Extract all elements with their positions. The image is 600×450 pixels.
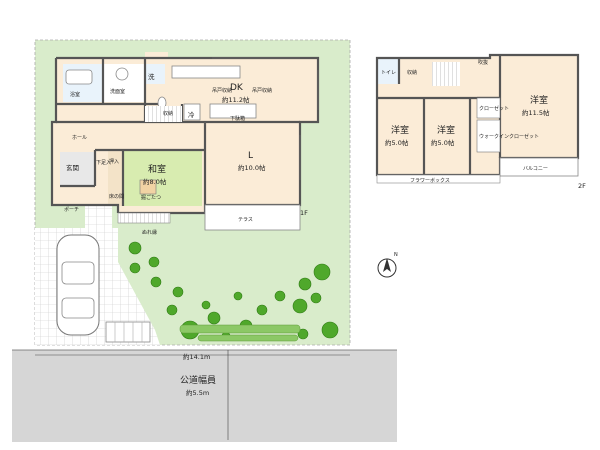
road bbox=[12, 350, 397, 442]
building-1f bbox=[50, 52, 320, 215]
label-yoshitsu-b: 洋室 bbox=[437, 124, 455, 136]
label-yoshitsu-a: 洋室 bbox=[391, 124, 409, 136]
label-washitsu: 和室 bbox=[148, 163, 166, 175]
label-cab2: 吊戸収納 bbox=[252, 87, 272, 94]
label-geta-ire: 下足入 bbox=[96, 160, 111, 166]
label-genkan: 玄関 bbox=[66, 163, 79, 172]
label-oshiire: 押入 bbox=[109, 158, 119, 165]
trees bbox=[128, 241, 339, 341]
road-label: 公道幅員 bbox=[180, 374, 216, 386]
frontage-label: 約14.1m bbox=[183, 352, 210, 361]
car-icon bbox=[56, 234, 100, 336]
label-l: L bbox=[248, 151, 253, 161]
label-2f: 2F bbox=[578, 182, 586, 190]
label-toilet-2f: トイレ bbox=[381, 70, 396, 76]
label-rei: 冷 bbox=[188, 110, 195, 119]
label-shuno-1f: 収納 bbox=[163, 110, 173, 117]
svg-text:N: N bbox=[394, 252, 398, 258]
label-flowerbox: フラワーボックス bbox=[410, 177, 450, 184]
label-fukinuke: 吹抜 bbox=[478, 59, 488, 66]
terrace bbox=[204, 204, 301, 231]
label-horigotatsu: 掘ごたつ bbox=[141, 194, 161, 201]
label-dk-size: 約11.2帖 bbox=[222, 95, 250, 104]
label-terrace: テラス bbox=[238, 217, 253, 223]
label-hall: ホール bbox=[72, 135, 87, 141]
approach-path bbox=[85, 205, 112, 230]
label-shitabako: 下駄箱 bbox=[230, 115, 245, 122]
label-porch: ポーチ bbox=[64, 206, 79, 213]
label-dk: DK bbox=[230, 83, 244, 93]
label-shuno-2f: 収納 bbox=[407, 69, 417, 76]
label-yoshitsu-b-size: 約5.0帖 bbox=[431, 138, 455, 147]
label-cab1: 吊戸収納 bbox=[212, 87, 232, 94]
nurien bbox=[117, 212, 171, 224]
label-closet: クローゼット bbox=[479, 105, 509, 112]
label-sen: 洗 bbox=[148, 72, 155, 81]
label-1f: 1F bbox=[300, 209, 308, 217]
building-2f bbox=[375, 53, 580, 184]
label-washitsu-size: 約8.0帖 bbox=[143, 177, 167, 186]
north-arrow-icon: N bbox=[377, 252, 398, 278]
label-yokushitsu: 浴室 bbox=[70, 91, 80, 98]
gate bbox=[105, 321, 151, 343]
label-yoshitsu-c-size: 約11.5帖 bbox=[522, 108, 550, 117]
label-toko: 床の間 bbox=[109, 193, 124, 200]
label-senmenshitsu: 洗面室 bbox=[110, 88, 125, 95]
label-nurien: ぬれ縁 bbox=[142, 229, 157, 236]
label-yoshitsu-c: 洋室 bbox=[530, 94, 548, 106]
label-walkin: ウォークインクローゼット bbox=[479, 133, 539, 140]
label-l-size: 約10.0帖 bbox=[238, 163, 266, 172]
label-yoshitsu-a-size: 約5.0帖 bbox=[385, 138, 409, 147]
road-width: 約5.5m bbox=[186, 388, 209, 397]
label-balcony: バルコニー bbox=[523, 166, 548, 172]
